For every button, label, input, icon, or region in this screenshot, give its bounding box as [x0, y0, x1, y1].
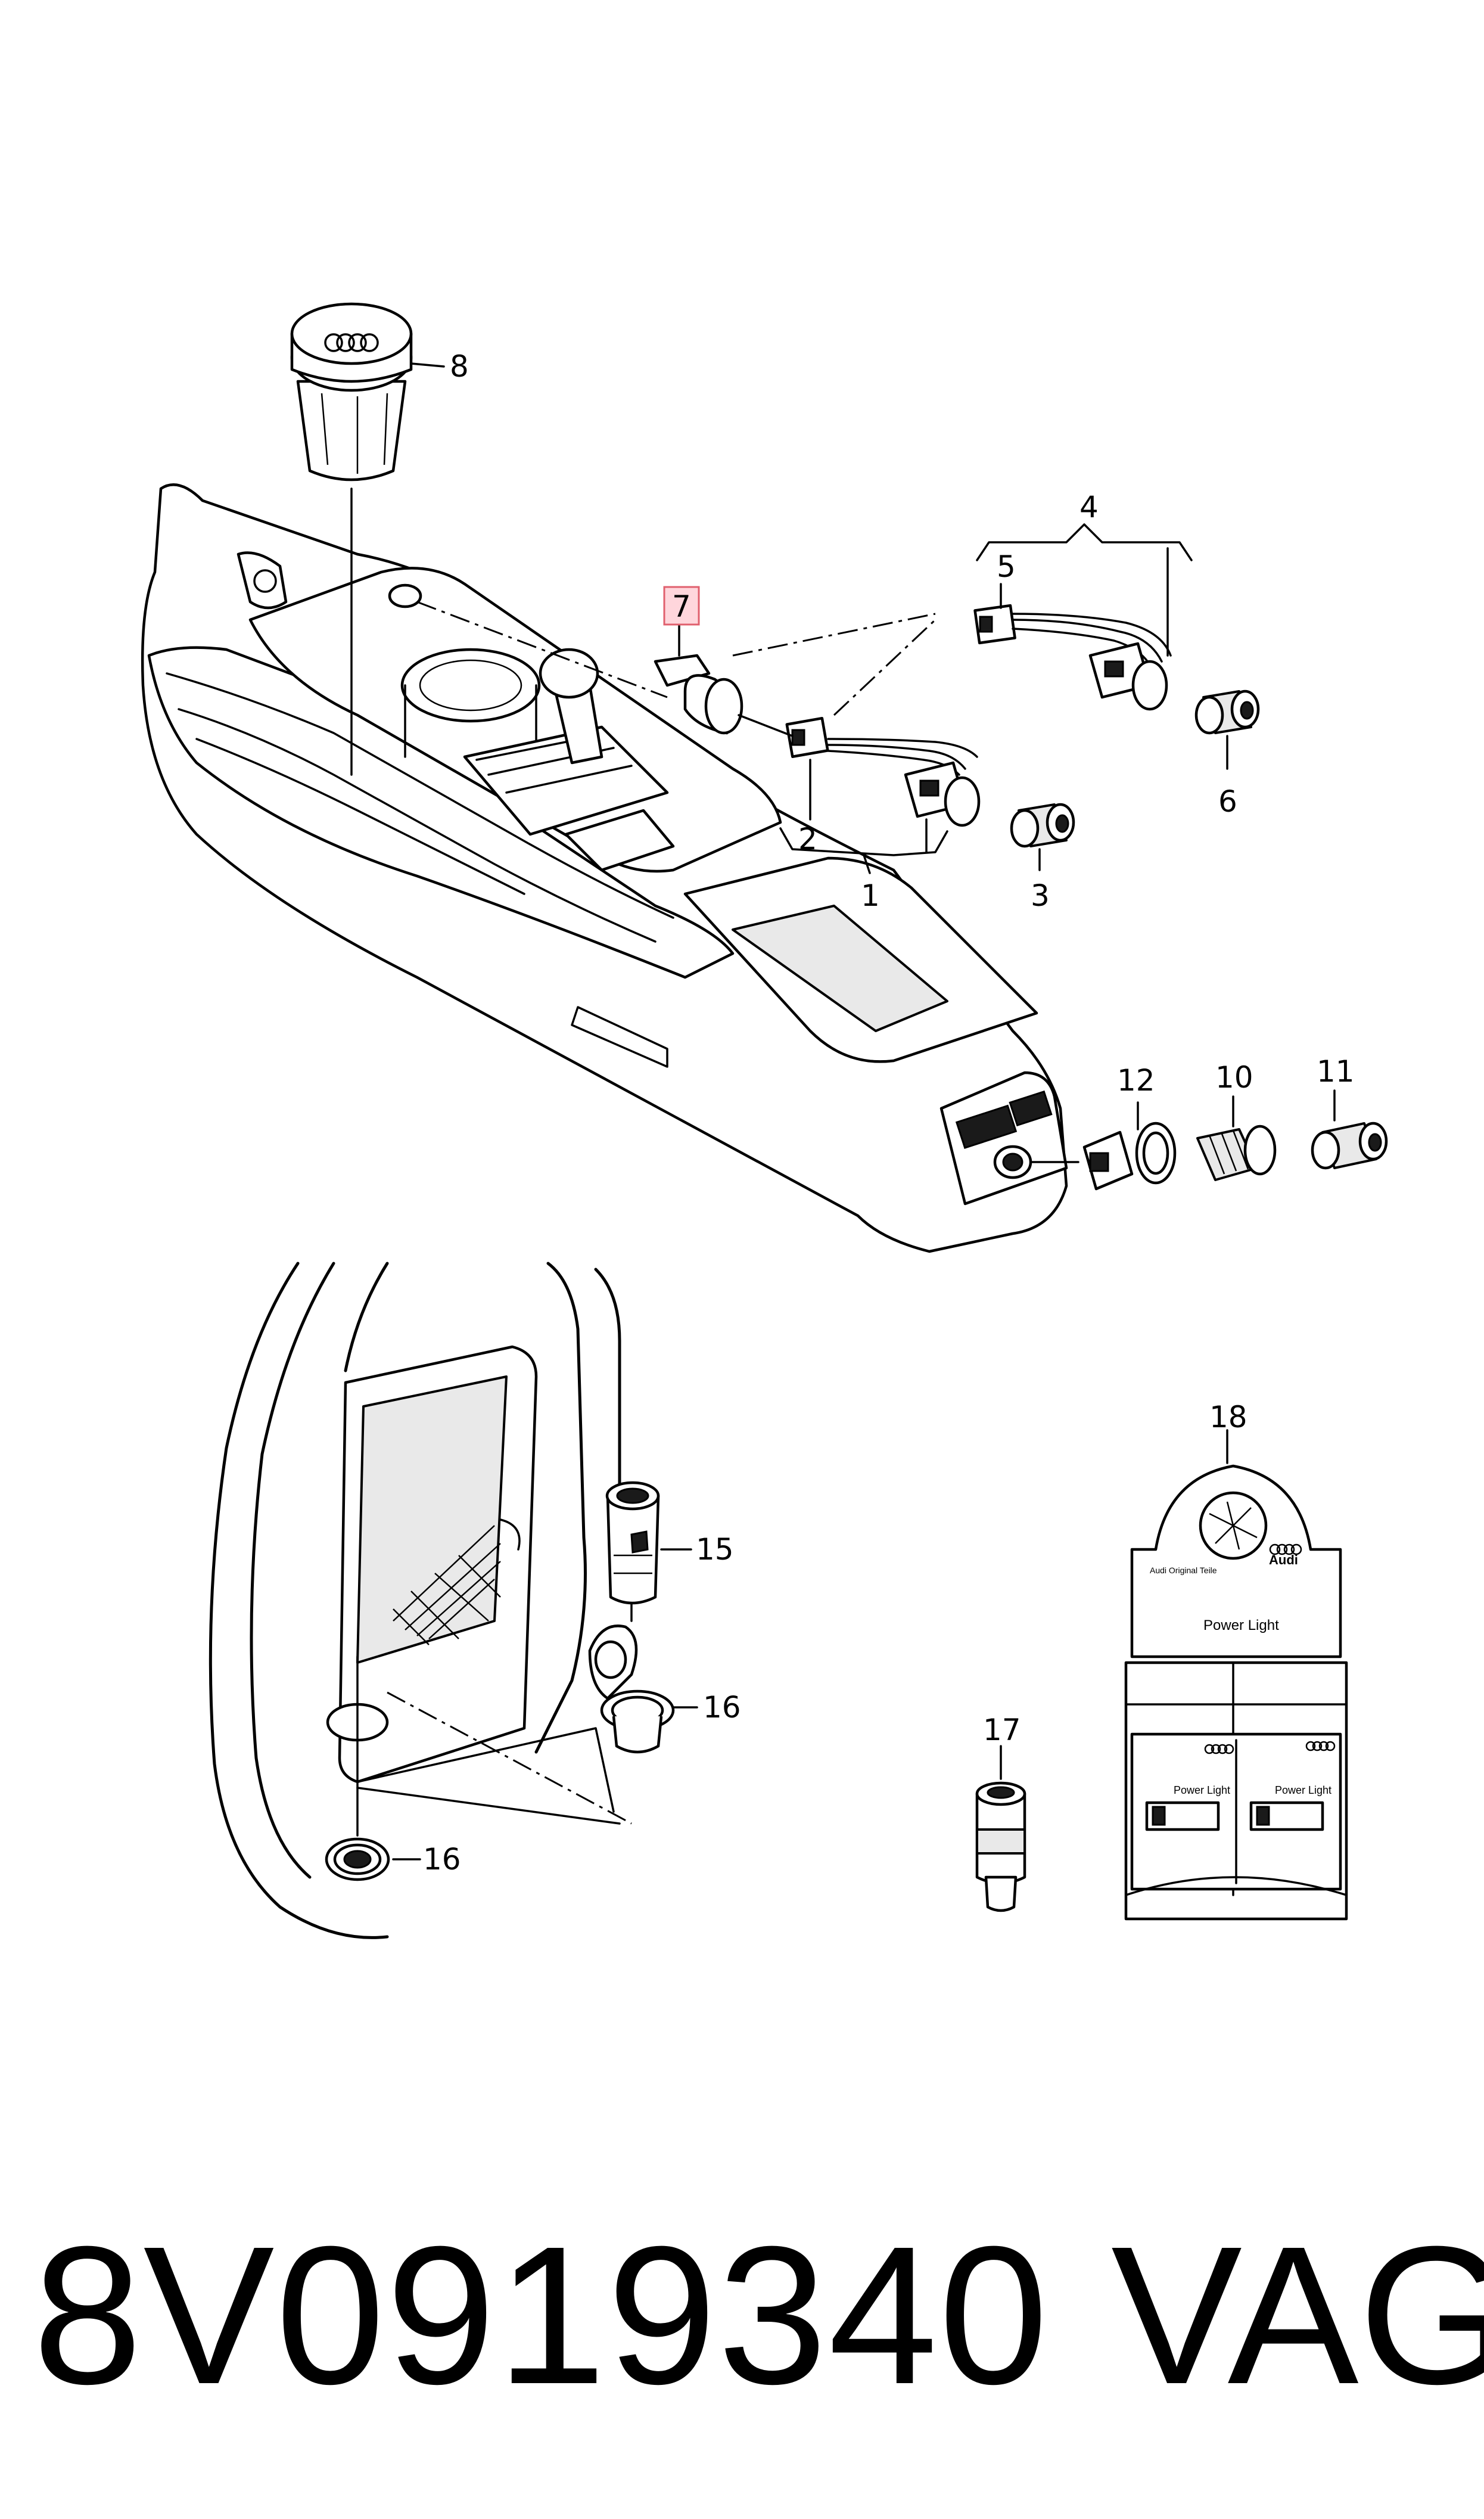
center-console — [141, 483, 1068, 1253]
callout-11: 11 — [1317, 1054, 1355, 1089]
callout-3: 3 — [1031, 878, 1050, 913]
part-7-clip — [654, 625, 743, 735]
callout-6: 6 — [1218, 784, 1237, 819]
callout-8: 8 — [450, 349, 469, 384]
four-rings-icon — [324, 333, 379, 352]
cargo-net — [393, 1525, 501, 1645]
package-title: Power Light — [1203, 1617, 1279, 1633]
trunk-side-panel — [209, 1262, 632, 1939]
callout-labels: 8 4 5 7 6 2 1 3 12 10 11 18 15 16 17 16 — [423, 349, 1355, 1877]
part-18-display-box: Audi Original Teile Audi Power Light Pow… — [1124, 1429, 1348, 1921]
four-rings-icon — [1204, 1741, 1336, 1754]
part-4-harness — [973, 523, 1260, 770]
callout-5: 5 — [997, 549, 1016, 584]
package-box-label-1: Power Light — [1174, 1784, 1230, 1796]
callout-10: 10 — [1215, 1060, 1253, 1095]
callout-1: 1 — [861, 878, 880, 913]
part-8-insert — [290, 302, 445, 776]
callout-18: 18 — [1209, 1400, 1247, 1434]
callout-7-highlight — [663, 586, 700, 626]
part-16-socket-cap — [588, 1602, 698, 1754]
four-rings-icon — [1269, 1543, 1302, 1555]
exploded-parts-diagram: Audi Original Teile Audi Power Light Pow… — [141, 302, 1388, 1939]
package-brand-text: Audi — [1269, 1552, 1298, 1567]
callout-7: 7 — [672, 589, 691, 624]
part-17-power-light — [975, 1745, 1026, 1912]
callout-2: 2 — [798, 822, 817, 856]
part-number-text: 8V0919340 — [33, 2205, 1050, 2425]
callout-16-upper: 16 — [703, 1690, 741, 1725]
rear-socket-parts — [1029, 1089, 1388, 1191]
callout-16-lower: 16 — [423, 1842, 461, 1877]
callout-15: 15 — [696, 1532, 734, 1567]
brand-text: VAG — [1111, 2205, 1484, 2425]
package-box-label-2: Power Light — [1275, 1784, 1331, 1796]
part-15-socket — [605, 1481, 692, 1605]
callout-4: 4 — [1079, 490, 1099, 524]
callout-12: 12 — [1117, 1063, 1155, 1098]
package-small-text: Audi Original Teile — [1150, 1566, 1217, 1575]
callout-17: 17 — [983, 1713, 1021, 1747]
part-1-harness — [738, 714, 1075, 874]
